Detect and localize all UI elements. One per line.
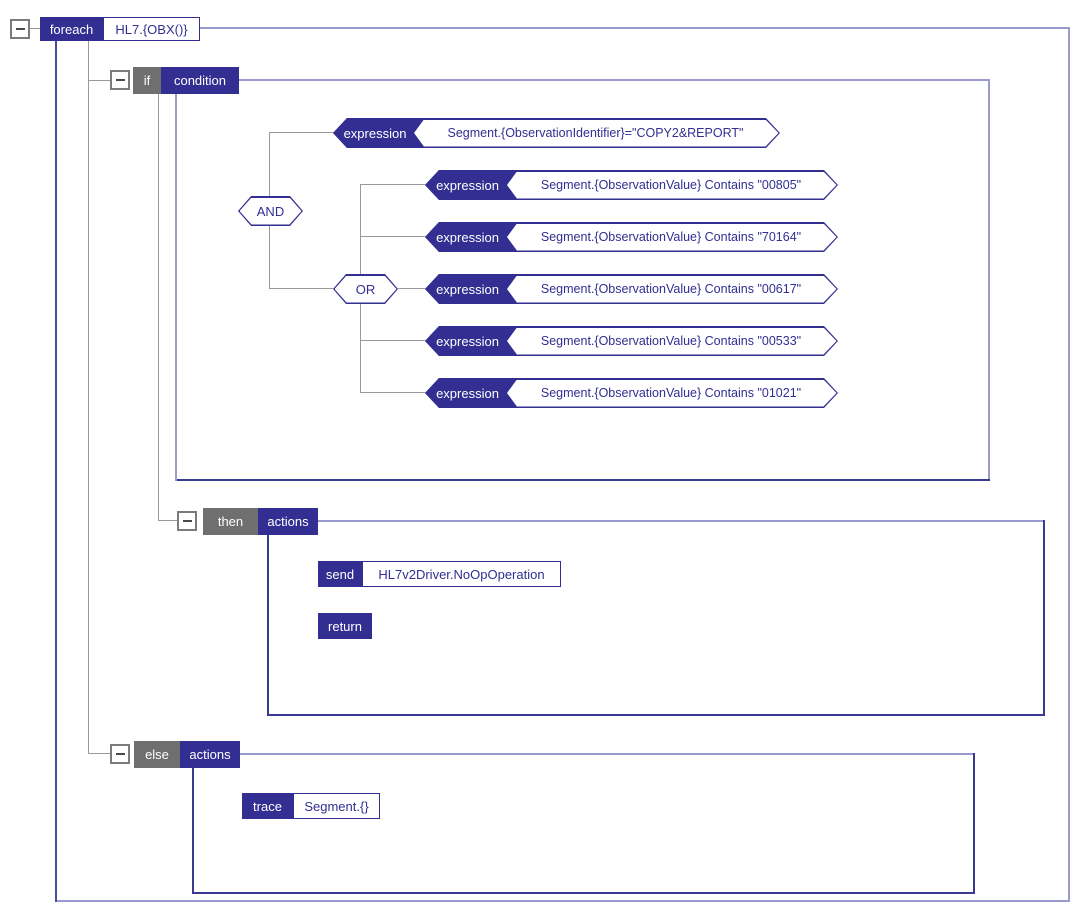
expression-value[interactable]: Segment.{ObservationValue} Contains "008… bbox=[540, 178, 802, 192]
connector bbox=[360, 236, 425, 237]
connector bbox=[360, 340, 425, 341]
minus-icon bbox=[15, 28, 25, 30]
hexagon-fill bbox=[335, 276, 397, 303]
condition-scope-top bbox=[239, 79, 990, 81]
and-operator[interactable]: AND bbox=[238, 196, 303, 226]
connector bbox=[88, 753, 110, 754]
trace-value[interactable]: Segment.{} bbox=[293, 793, 380, 819]
then-block[interactable]: then actions bbox=[203, 508, 318, 535]
expression-value[interactable]: Segment.{ObservationValue} Contains "010… bbox=[540, 386, 802, 400]
foreach-keyword: foreach bbox=[40, 17, 103, 41]
connector bbox=[269, 226, 270, 289]
minus-icon bbox=[115, 79, 125, 81]
foreach-scope-right bbox=[1068, 27, 1070, 902]
expression-value[interactable]: Segment.{ObservationValue} Contains "006… bbox=[540, 282, 802, 296]
connector bbox=[158, 94, 159, 521]
and-operator-label: AND bbox=[256, 203, 285, 219]
expression-label: expression bbox=[333, 118, 425, 148]
connector bbox=[88, 41, 89, 754]
then-scope-bottom bbox=[267, 714, 1045, 716]
connector bbox=[360, 184, 425, 185]
else-keyword: else bbox=[134, 741, 180, 768]
then-keyword: then bbox=[203, 508, 258, 535]
or-operator-label: OR bbox=[355, 281, 376, 297]
connector bbox=[360, 392, 425, 393]
else-scope-top bbox=[240, 753, 975, 755]
foreach-value[interactable]: HL7.{OBX()} bbox=[103, 17, 200, 41]
condition-scope-bottom bbox=[175, 479, 990, 481]
else-block[interactable]: else actions bbox=[134, 741, 240, 768]
then-scope-top bbox=[318, 520, 1045, 522]
collapse-button-foreach[interactable] bbox=[10, 19, 30, 39]
return-keyword: return bbox=[318, 613, 372, 639]
connector bbox=[269, 132, 270, 196]
minus-icon bbox=[115, 753, 125, 755]
then-scope-left bbox=[267, 535, 269, 716]
expression-block[interactable]: expression Segment.{ObservationValue} Co… bbox=[425, 222, 838, 252]
condition-label[interactable]: condition bbox=[161, 67, 239, 94]
if-block[interactable]: if condition bbox=[133, 67, 239, 94]
if-keyword: if bbox=[133, 67, 161, 94]
collapse-button-else[interactable] bbox=[110, 744, 130, 764]
expression-value[interactable]: Segment.{ObservationValue} Contains "701… bbox=[540, 230, 802, 244]
else-scope-left bbox=[192, 768, 194, 894]
expression-label: expression bbox=[425, 274, 518, 304]
foreach-scope-left bbox=[55, 41, 57, 902]
connector bbox=[88, 80, 110, 81]
expression-block[interactable]: expression Segment.{ObservationValue} Co… bbox=[425, 170, 838, 200]
foreach-block[interactable]: foreach HL7.{OBX()} bbox=[40, 17, 200, 41]
else-scope-right bbox=[973, 753, 975, 894]
trace-block[interactable]: trace Segment.{} bbox=[242, 793, 380, 819]
expression-label: expression bbox=[425, 222, 518, 252]
collapse-button-then[interactable] bbox=[177, 511, 197, 531]
foreach-scope-bottom bbox=[55, 900, 1070, 902]
expression-block[interactable]: expression Segment.{ObservationValue} Co… bbox=[425, 274, 838, 304]
minus-icon bbox=[182, 520, 192, 522]
condition-scope-left bbox=[175, 94, 177, 481]
connector bbox=[269, 132, 333, 133]
foreach-scope-top bbox=[200, 27, 1070, 29]
hexagon-fill bbox=[240, 198, 302, 225]
connector bbox=[398, 288, 425, 289]
trace-keyword: trace bbox=[242, 793, 293, 819]
expression-value[interactable]: Segment.{ObservationValue} Contains "005… bbox=[540, 334, 802, 348]
expression-block[interactable]: expression Segment.{ObservationValue} Co… bbox=[425, 378, 838, 408]
then-actions-label[interactable]: actions bbox=[258, 508, 318, 535]
connector bbox=[360, 184, 361, 274]
expression-label: expression bbox=[425, 326, 518, 356]
send-keyword: send bbox=[318, 561, 362, 587]
or-operator[interactable]: OR bbox=[333, 274, 398, 304]
return-block[interactable]: return bbox=[318, 613, 372, 639]
expression-label: expression bbox=[425, 378, 518, 408]
connector bbox=[269, 288, 333, 289]
connector bbox=[30, 28, 40, 29]
expression-label: expression bbox=[425, 170, 518, 200]
connector bbox=[158, 520, 177, 521]
then-scope-right bbox=[1043, 520, 1045, 716]
else-scope-bottom bbox=[192, 892, 975, 894]
expression-value[interactable]: Segment.{ObservationIdentifier}="COPY2&R… bbox=[447, 126, 744, 140]
collapse-button-if[interactable] bbox=[110, 70, 130, 90]
send-value[interactable]: HL7v2Driver.NoOpOperation bbox=[362, 561, 561, 587]
connector bbox=[360, 304, 361, 393]
expression-block[interactable]: expression Segment.{ObservationIdentifie… bbox=[333, 118, 780, 148]
condition-scope-right bbox=[988, 79, 990, 481]
expression-block[interactable]: expression Segment.{ObservationValue} Co… bbox=[425, 326, 838, 356]
send-block[interactable]: send HL7v2Driver.NoOpOperation bbox=[318, 561, 561, 587]
else-actions-label[interactable]: actions bbox=[180, 741, 240, 768]
